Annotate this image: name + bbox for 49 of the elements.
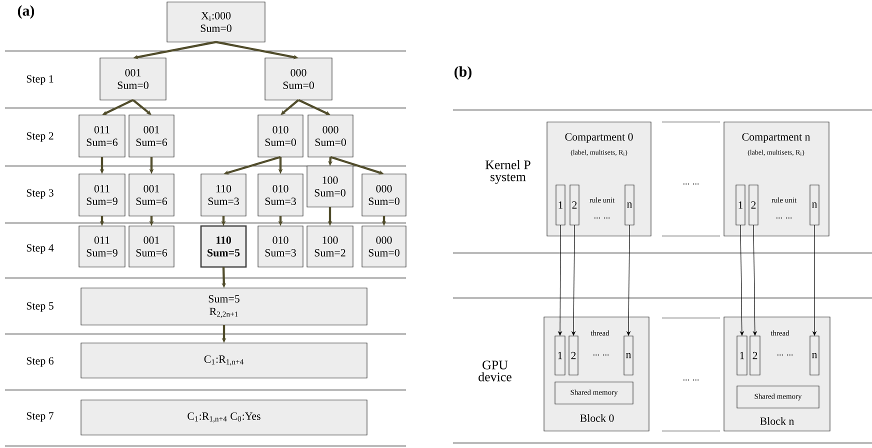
state-box: 010 Sum=0 — [258, 114, 304, 158]
state-box: 011 Sum=6 — [78, 114, 126, 158]
arrow — [280, 99, 300, 115]
cell-box: n — [810, 184, 820, 226]
cell-box: 1 — [556, 184, 566, 226]
step-label: ... ... — [683, 379, 699, 381]
state-box: 100 Sum=2 — [306, 226, 354, 268]
cell-box: 2 — [568, 336, 578, 376]
state-box: 110 Sum=5 — [200, 225, 247, 268]
step-label: ... ... — [683, 183, 699, 185]
cell-box: 1 — [736, 336, 748, 376]
state-box: 011 Sum=9 — [78, 174, 126, 216]
state-box: Sum=5 R$_{2,2n+1}$ — [80, 288, 368, 326]
state-box: 110 Sum=3 — [200, 174, 246, 216]
cell-box: 2 — [748, 184, 758, 226]
step-label: Step 7 — [26, 412, 54, 422]
state-box: 010 Sum=3 — [258, 174, 304, 216]
state-box: 001 Sum=6 — [128, 174, 174, 216]
state-box: 011 Sum=9 — [78, 226, 126, 268]
cell-box: n — [810, 336, 820, 376]
step-label: Step 1 — [26, 75, 54, 85]
state-box: C$_{1}$:R$_{1,n+4}$ — [80, 342, 368, 378]
state-box: 001 Sum=6 — [128, 114, 174, 158]
state-box: 000 Sum=0 — [362, 174, 406, 216]
state-box: 100 Sum=0 — [306, 166, 354, 208]
state-box: 001 Sum=6 — [128, 226, 174, 268]
step-label: Step 5 — [26, 302, 54, 312]
state-box: 000 Sum=0 — [308, 114, 354, 158]
cell-box: 2 — [570, 184, 580, 226]
row-label: GPU device — [478, 360, 512, 382]
state-box: 001 Sum=0 — [100, 58, 166, 100]
cell-box: n — [624, 336, 634, 376]
row-label: Kernel P system — [486, 160, 530, 184]
state-box: 000 Sum=0 — [362, 226, 406, 268]
step-label: Step 2 — [26, 132, 54, 142]
state-box: 000 Sum=0 — [264, 58, 332, 100]
panel-label: (b) — [454, 66, 472, 80]
state-box: C$_{1}$:R$_{1,n+4}$ C$_{0}$:Yes — [80, 400, 368, 436]
cell-box: 1 — [554, 336, 566, 376]
cell-box: 1 — [736, 184, 746, 226]
step-label: Step 4 — [26, 244, 54, 254]
cell-box: 2 — [750, 336, 760, 376]
panel-label: (a) — [18, 5, 34, 19]
state-box: X$_{i}$:000 Sum=0 — [166, 2, 266, 42]
cell-box: n — [624, 184, 634, 226]
step-label: Step 6 — [26, 357, 54, 367]
arrow — [132, 99, 152, 115]
step-label: Step 3 — [26, 189, 54, 199]
state-box: 010 Sum=3 — [258, 226, 304, 268]
